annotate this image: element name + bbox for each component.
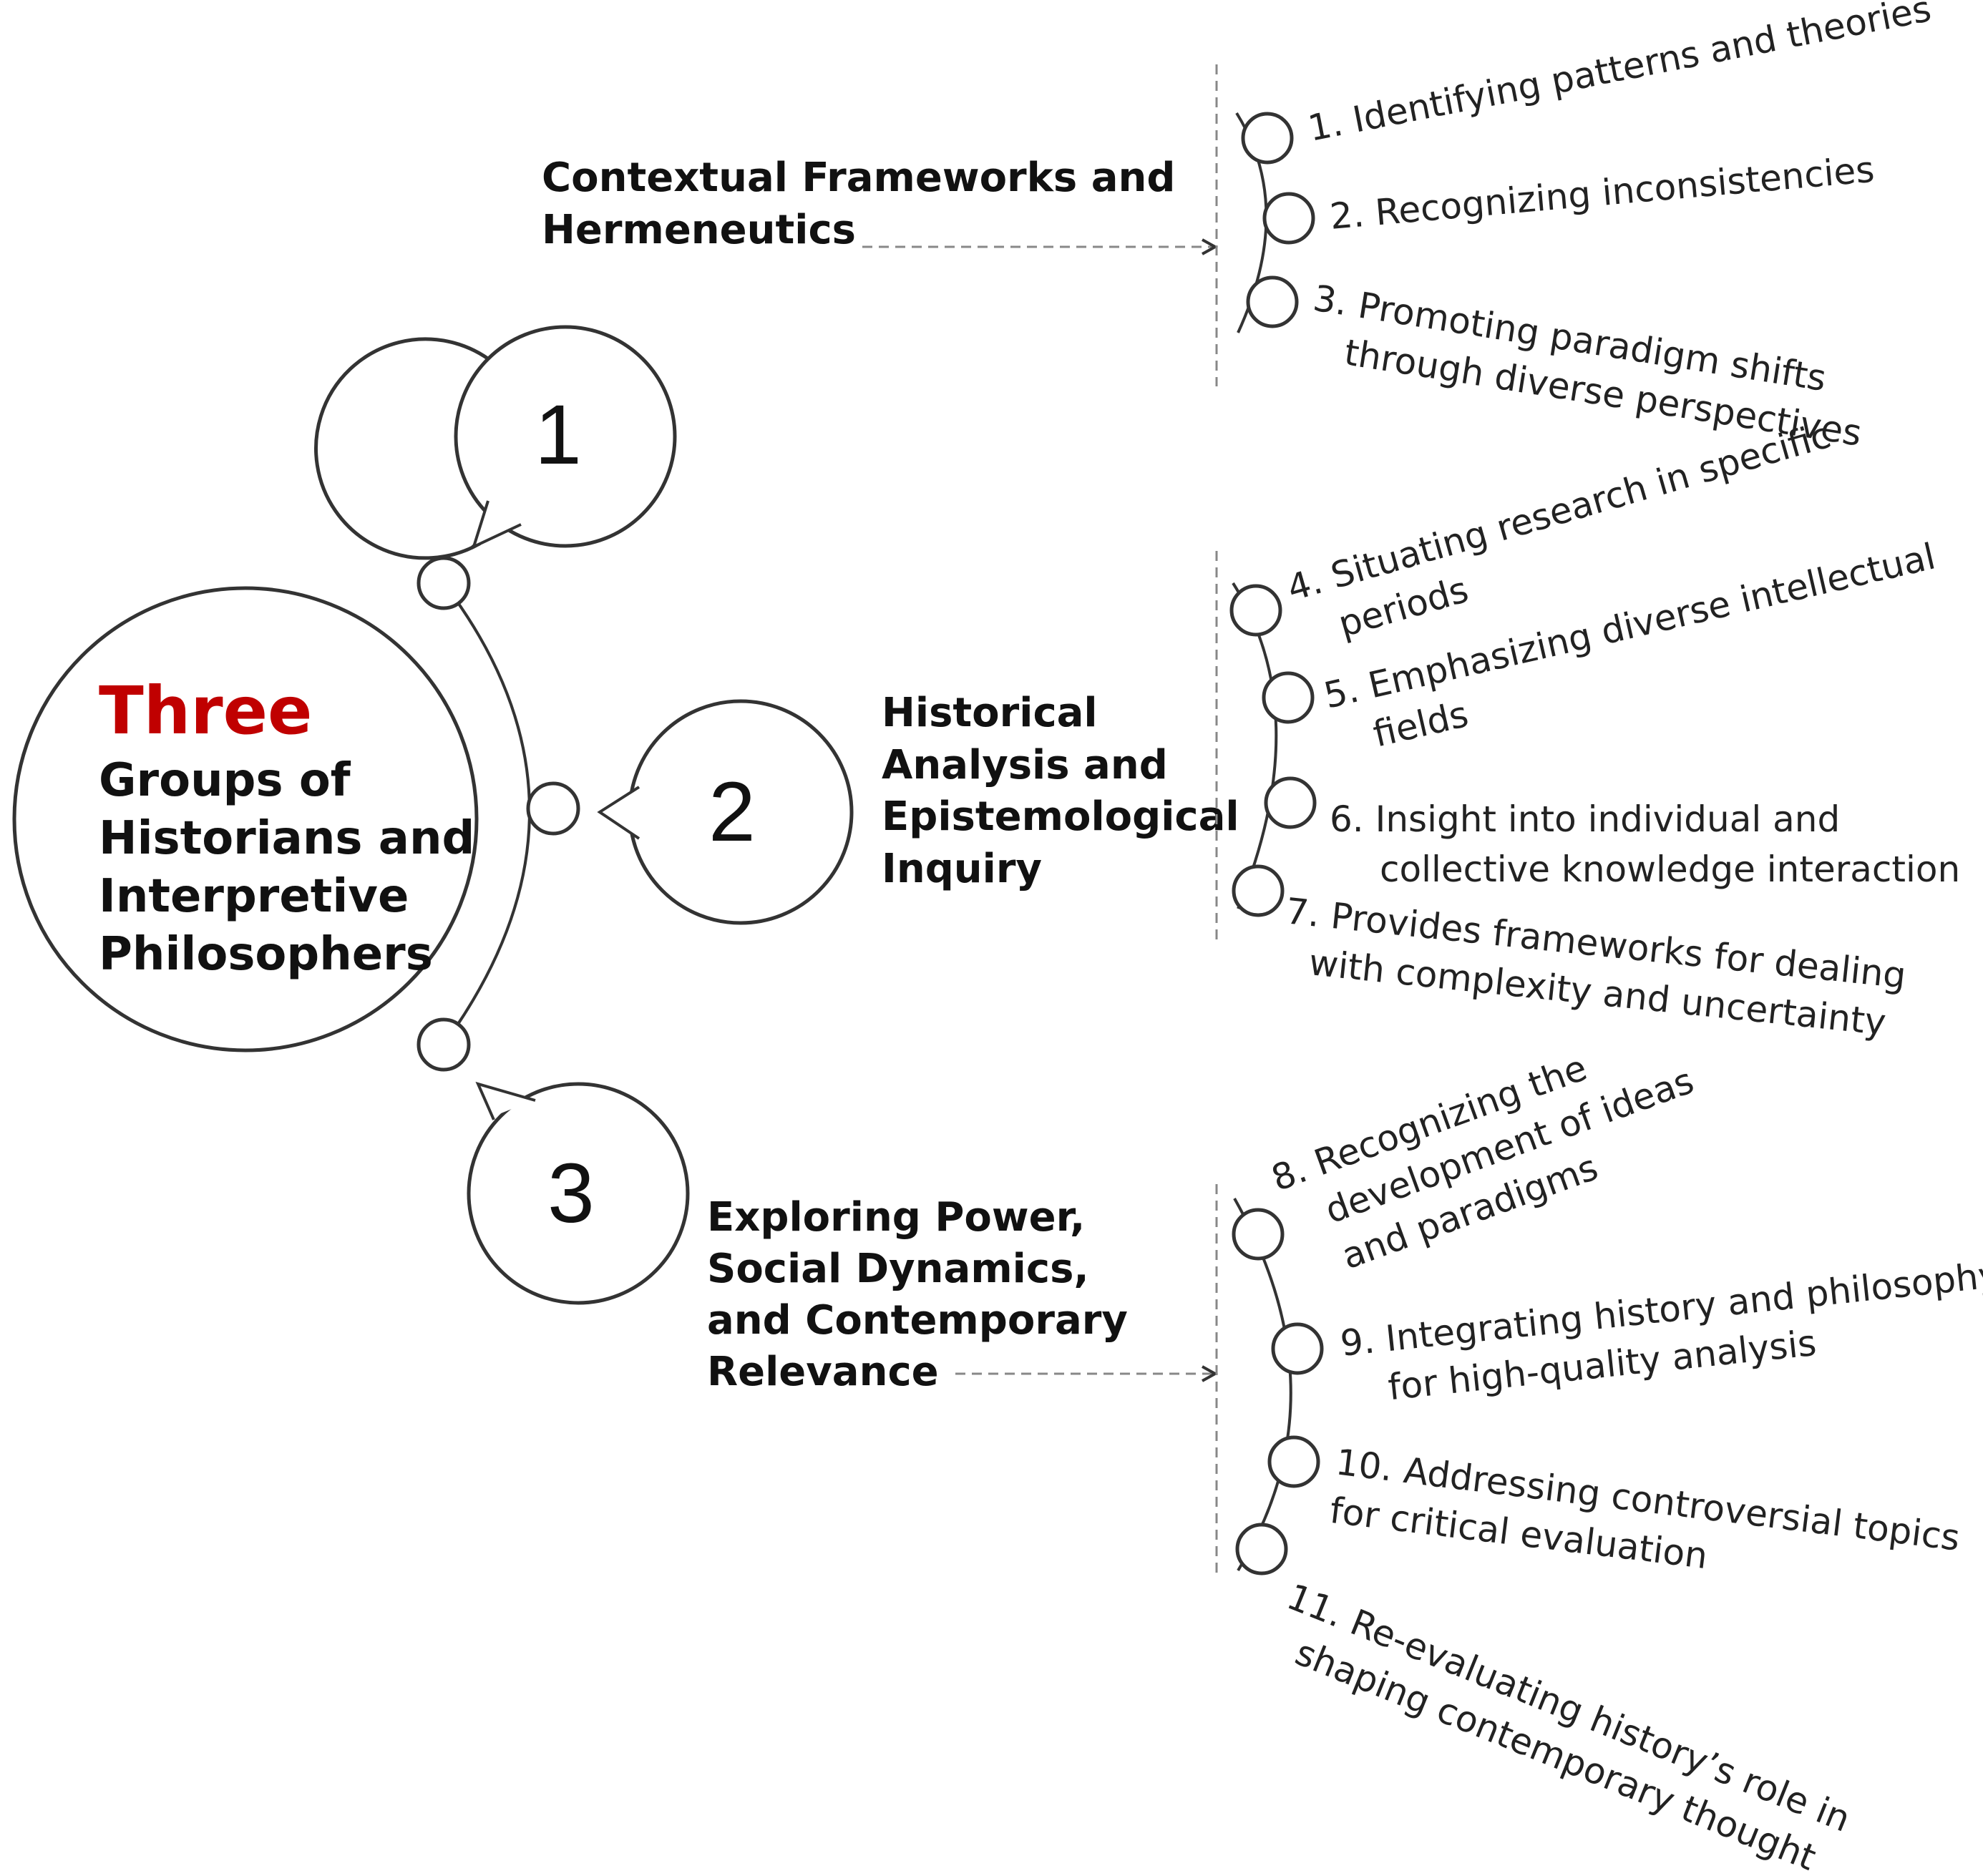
center-highlight: Three [99,673,312,749]
bubble-1: 1 [314,325,677,560]
arrow-head-1 [1202,238,1219,255]
item-2-line-1: 2. Recognizing inconsistencies [1328,149,1876,238]
item-1-line-1: 1. Identifying patterns and theories [1305,0,1934,150]
arc-node-middle [526,781,580,836]
group-2-title-line-1: Historical [882,690,1098,736]
item-11-line-1: 11. Re-evaluating history’s role in [1282,1575,1856,1840]
group-2-title-line-3: Epistemological [882,793,1239,840]
timeline-node-10 [1267,1435,1320,1488]
center-line-4: Philosophers [99,928,433,981]
timeline-node-8 [1232,1208,1285,1261]
group-1-title-line-2: Hermeneutics [542,207,856,253]
group-3-title-line-3: and Contemporary [707,1297,1128,1344]
item-11-line-2: shaping contemporary thought [1290,1631,1821,1876]
bubble-3: 3 [467,1081,690,1305]
bubble-3-number: 3 [547,1146,595,1241]
timeline-node-4 [1229,584,1282,637]
timeline-node-9 [1271,1322,1324,1375]
timeline-node-7 [1232,864,1285,917]
timeline-node-2 [1262,192,1315,245]
group-1-title-line-1: Contextual Frameworks and [542,155,1175,201]
timeline-node-11 [1235,1523,1288,1575]
timeline-node-3 [1246,275,1299,328]
timeline-node-6 [1264,776,1317,829]
group-3-title-line-2: Social Dynamics, [707,1246,1089,1292]
center-line-3: Interpretive [99,870,409,923]
arc-node-bottom [416,1017,471,1072]
arc-node-top [416,556,471,610]
timeline-node-1 [1241,112,1294,165]
group-3-title-line-1: Exploring Power, [707,1194,1085,1241]
center-line-2: Historians and [99,812,474,865]
group-2-title-line-4: Inquiry [882,846,1042,892]
center-circle [12,586,479,1052]
timeline-node-5 [1262,671,1315,724]
bubble-1-number: 1 [535,388,582,482]
item-6-line-1: 6. Insight into individual and [1330,798,1840,840]
bubble-2: 2 [597,699,854,925]
arrow-head-3 [1202,1365,1219,1382]
center-line-1: Groups of [99,754,351,807]
group-3-title-line-4: Relevance [707,1349,939,1395]
bubble-2-number: 2 [708,765,756,859]
item-6-line-2: collective knowledge interaction [1380,849,1960,890]
group-2-title-line-2: Analysis and [882,742,1168,788]
